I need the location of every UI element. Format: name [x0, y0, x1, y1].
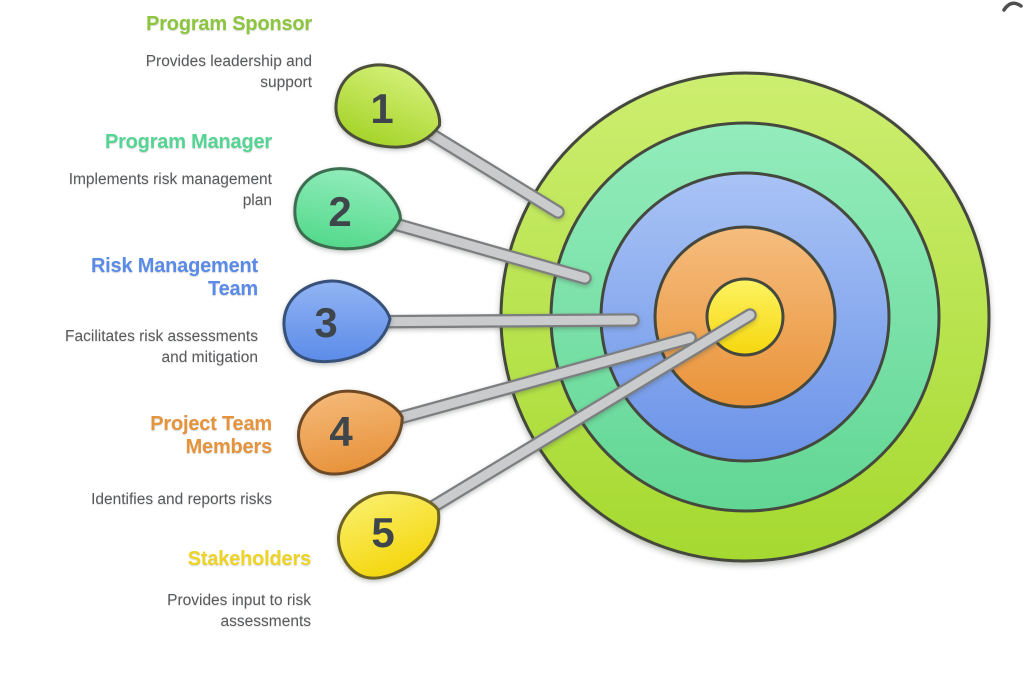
cursor-fragment-icon: [1002, 1, 1023, 12]
role-2-title: Program Manager: [104, 131, 272, 153]
role-4-description: Identifies and reports risks: [91, 491, 272, 508]
pin-2-number: 2: [328, 188, 351, 235]
pin-3-number: 3: [314, 299, 337, 346]
role-5-title: Stakeholders: [187, 548, 311, 570]
role-3-description: Facilitates risk assessments and mitigat…: [65, 328, 258, 366]
role-2-description: Implements risk management plan: [68, 171, 272, 209]
pin-5-number: 5: [371, 509, 394, 556]
pin-numbers: 1 2 3 4 5: [314, 85, 394, 556]
role-4-title: Project Team Members: [150, 413, 272, 458]
role-1-description: Provides leadership and support: [145, 53, 312, 91]
role-3-title: Risk Management Team: [90, 255, 258, 300]
pin-4-number: 4: [329, 408, 353, 455]
role-5-description: Provides input to risk assessments: [167, 592, 311, 630]
pin-5-stick: [384, 308, 757, 539]
pin-4-stick: [345, 331, 697, 438]
pin-1-number: 1: [370, 85, 393, 132]
role-1-title: Program Sponsor: [146, 13, 312, 35]
